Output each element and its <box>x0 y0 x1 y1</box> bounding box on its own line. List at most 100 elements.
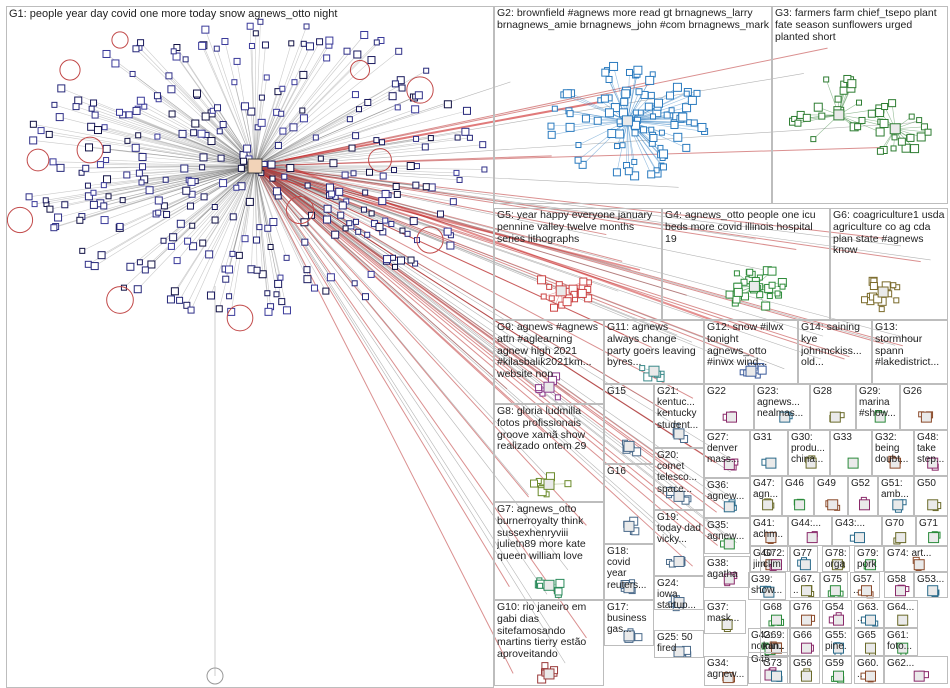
group-box-g38: G38: agatha <box>704 556 750 588</box>
group-label-g43: G43:... <box>835 518 866 529</box>
node-icon <box>368 210 375 217</box>
node-icon <box>289 123 298 132</box>
node-icon <box>306 42 315 51</box>
node-icon <box>42 197 49 204</box>
edge <box>139 165 256 174</box>
group-box-g51: G51: amb... <box>878 476 914 516</box>
node-icon <box>537 487 547 497</box>
group-box-g20: G20: comet telesco... space... <box>654 448 704 510</box>
node-icon <box>176 296 184 304</box>
node-icon <box>76 216 84 224</box>
edge <box>254 45 330 167</box>
node-icon <box>890 145 897 152</box>
group-box-g43: G43:... <box>832 516 882 546</box>
edge <box>254 165 824 337</box>
edge <box>254 165 797 250</box>
node-icon <box>167 85 176 94</box>
node-icon <box>37 127 45 135</box>
node-icon <box>373 39 380 46</box>
edge <box>626 120 628 166</box>
edge <box>254 165 921 263</box>
node-icon <box>282 306 291 315</box>
node-icon <box>160 237 167 244</box>
group-label-g75: G75 <box>823 574 842 585</box>
node-icon <box>593 116 602 125</box>
node-icon <box>462 106 471 115</box>
node-icon <box>906 133 915 142</box>
edge <box>254 33 257 167</box>
node-icon <box>551 105 558 112</box>
node-icon <box>264 290 271 297</box>
edge <box>254 41 320 167</box>
edge <box>115 63 256 167</box>
node-icon <box>621 89 631 99</box>
edge <box>254 83 396 167</box>
node-icon <box>274 141 282 149</box>
edge <box>254 74 304 167</box>
group-box-g48: G48: take step... <box>914 430 948 476</box>
node-icon <box>364 98 372 106</box>
group-box-g58: G58 <box>884 572 914 598</box>
group-box-g15: G15 <box>604 384 654 464</box>
group-label-g13: G13: stormhour spann #lakedistrict... <box>875 322 940 369</box>
edge <box>135 48 256 167</box>
edge <box>254 88 283 167</box>
node-icon <box>187 306 195 314</box>
group-label-g37: G37: mask... <box>707 602 740 625</box>
node-icon <box>879 118 889 128</box>
node-icon <box>409 217 418 226</box>
edge <box>214 165 256 221</box>
node-icon <box>562 89 572 99</box>
node-icon <box>45 130 53 138</box>
group-label-g77: G77 <box>793 548 812 559</box>
group-label-g31: G31 <box>753 432 772 443</box>
node-icon <box>90 189 97 196</box>
edge <box>60 165 256 169</box>
node-icon <box>414 91 423 100</box>
edge <box>64 165 256 206</box>
node-icon <box>555 578 565 588</box>
edge <box>254 165 884 345</box>
node-icon <box>663 111 671 119</box>
node-icon <box>648 126 655 133</box>
node-icon <box>97 251 106 260</box>
edge <box>254 109 416 167</box>
edge <box>550 120 628 127</box>
node-icon <box>878 306 885 313</box>
node-icon <box>682 143 691 152</box>
edge <box>144 165 256 180</box>
node-icon <box>116 108 124 116</box>
self-loop-ring <box>106 286 134 314</box>
edge <box>254 165 281 278</box>
group-box-g52: G52 <box>848 476 878 516</box>
node-icon <box>170 287 179 296</box>
node-icon <box>570 290 578 298</box>
group-box-g56: G56 <box>790 656 820 684</box>
group-box-g60: G60... <box>854 656 884 684</box>
node-icon <box>350 170 357 177</box>
edge <box>254 165 566 664</box>
edge <box>187 165 256 242</box>
node-icon <box>413 135 420 142</box>
node-icon <box>348 144 356 152</box>
node-icon <box>453 169 460 176</box>
node-icon <box>299 107 306 114</box>
group-box-g14: G14: saining kye johnmckiss... old... <box>798 320 872 384</box>
group-box-g21: G21: kentuc... kentucky student... <box>654 384 704 448</box>
edge <box>203 165 256 198</box>
edge <box>97 129 256 167</box>
group-label-g17: G17: business gas... <box>607 602 647 636</box>
node-icon <box>247 158 263 174</box>
group-box-g4: G4: agnews_otto people one icu beds more… <box>662 208 830 320</box>
node-icon <box>398 84 406 92</box>
node-icon <box>199 239 207 247</box>
group-box-g57: G57... <box>850 572 880 598</box>
node-icon <box>166 295 175 304</box>
node-icon <box>395 47 403 55</box>
node-icon <box>456 176 463 183</box>
node-icon <box>423 67 430 74</box>
group-box-g5: G5: year happy everyone january pennine … <box>494 208 662 320</box>
edge <box>254 165 327 292</box>
node-icon <box>154 133 161 140</box>
edge <box>254 110 468 167</box>
